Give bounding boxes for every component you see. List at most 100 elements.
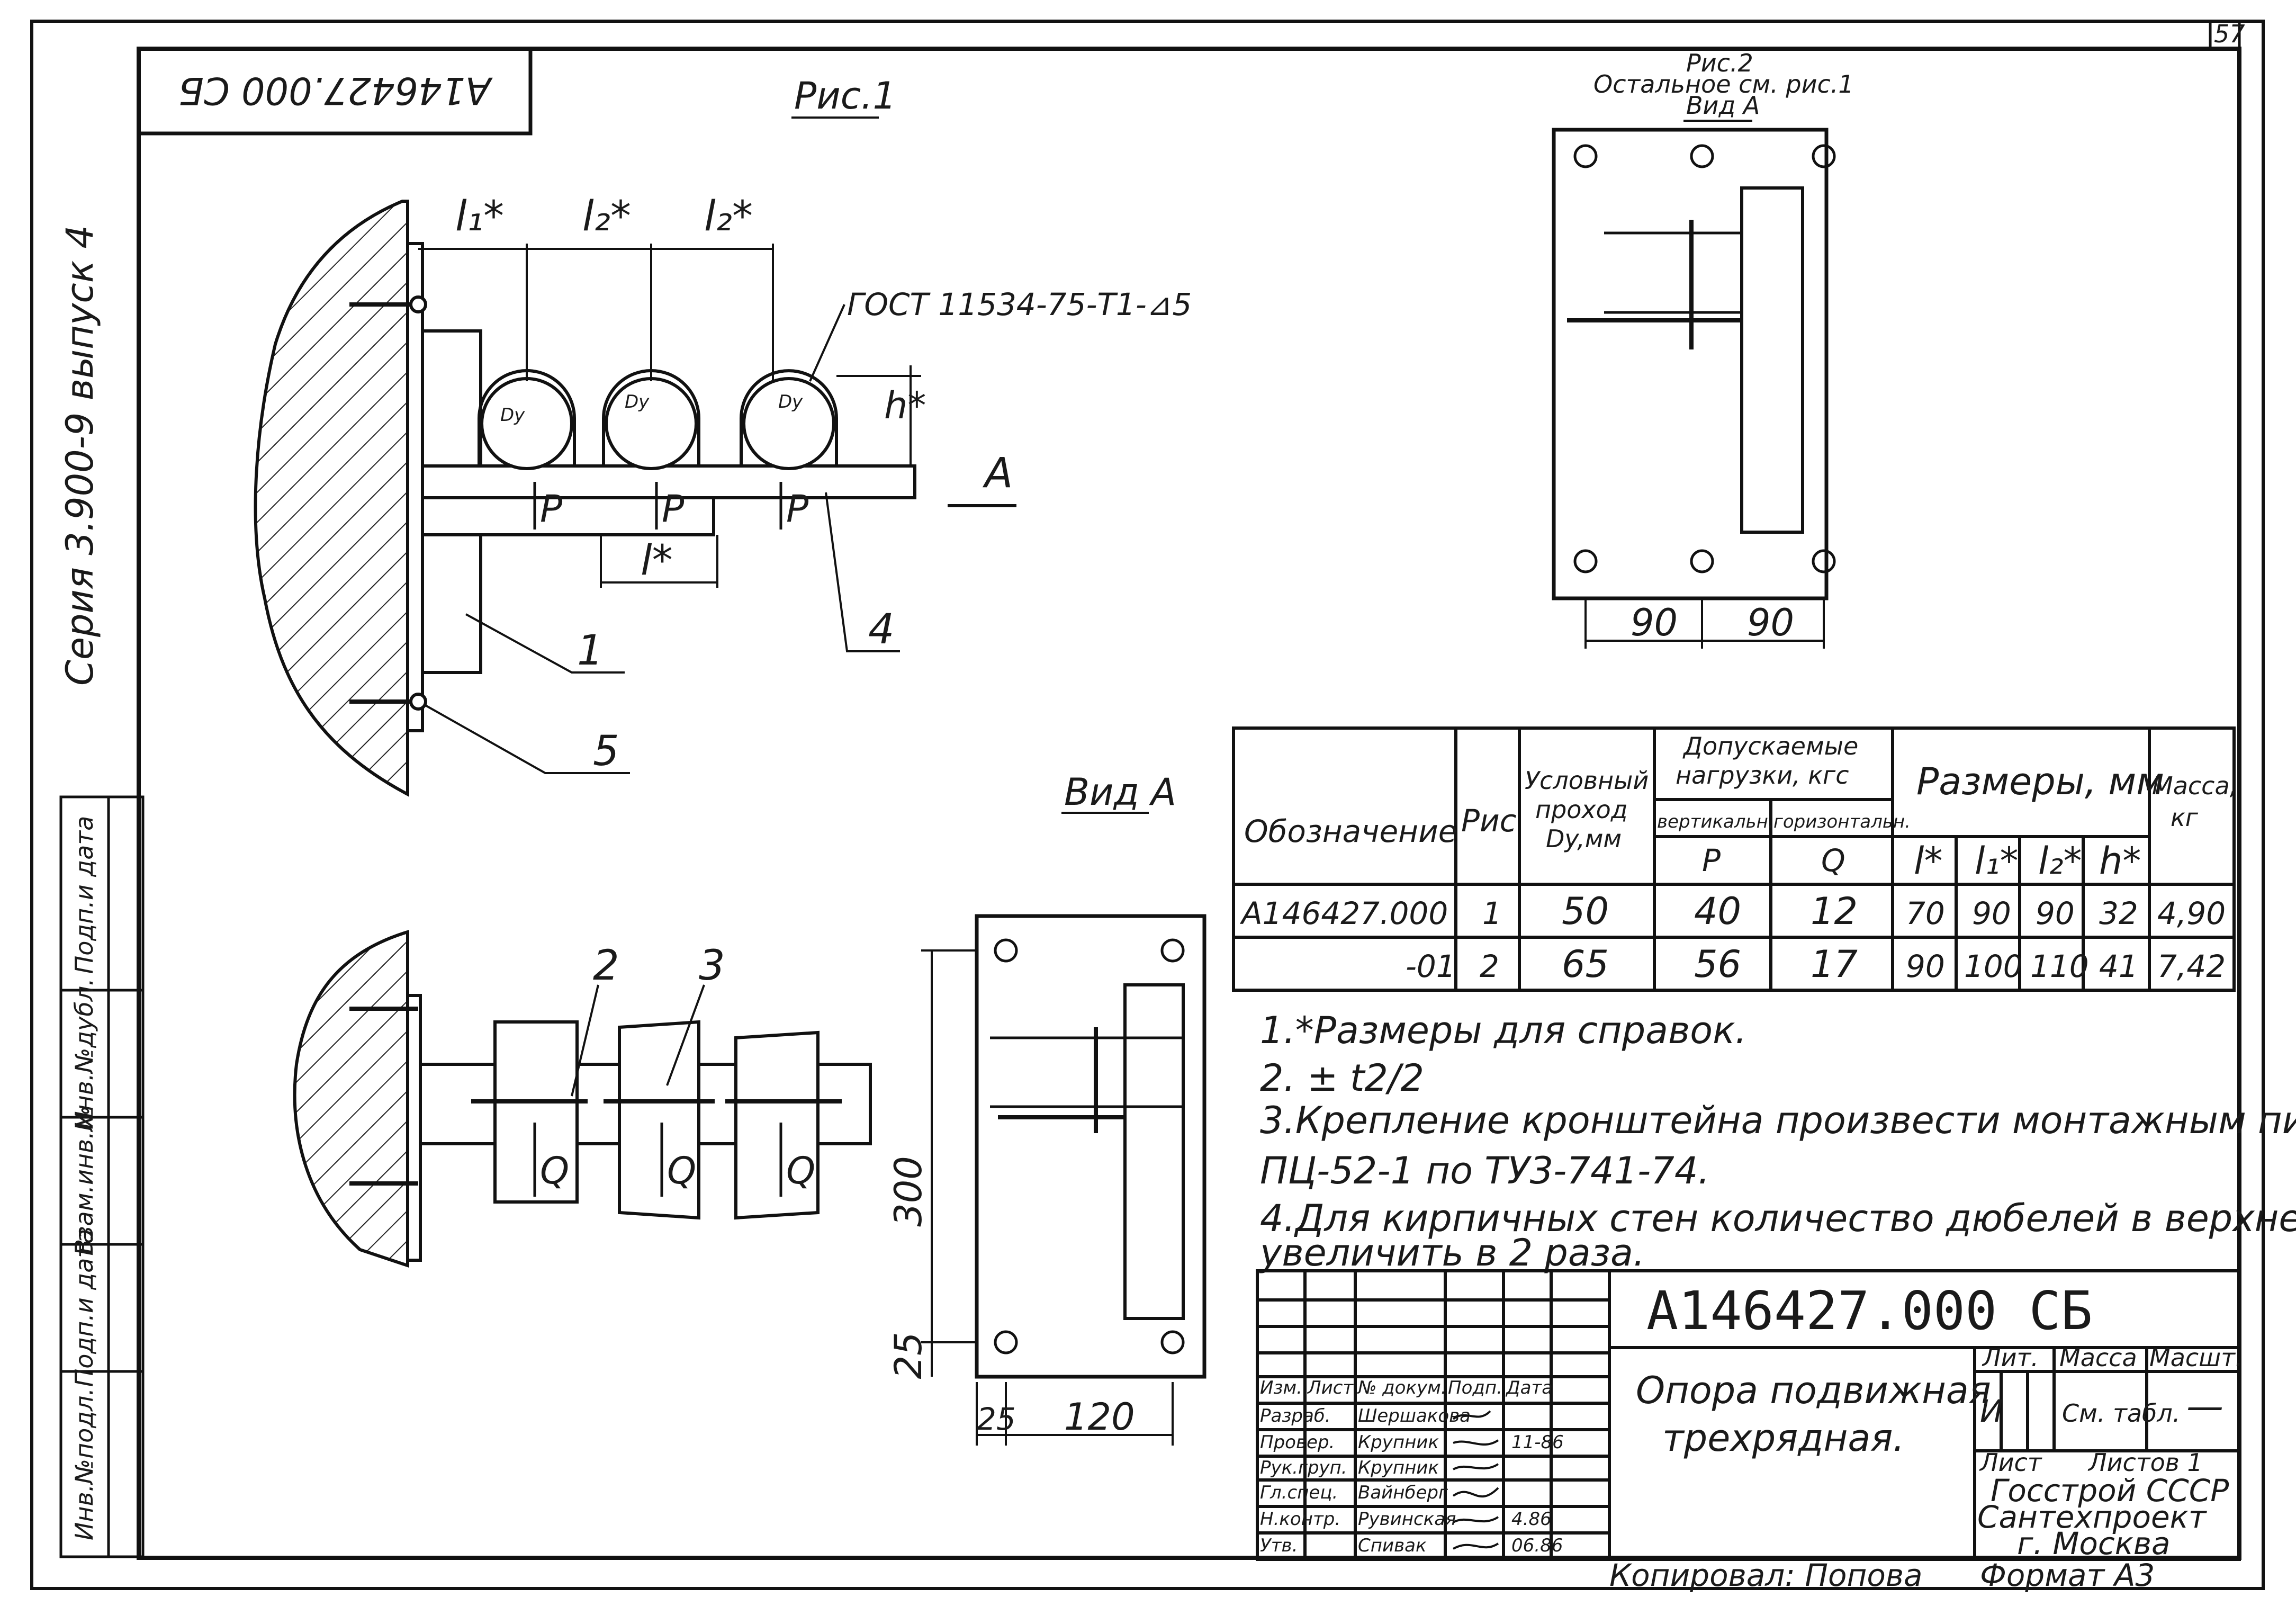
load-p-2: P <box>662 487 685 531</box>
th-passage-3: Dy,мм <box>1546 824 1622 853</box>
cell-r2-l2: 110 <box>2030 948 2089 984</box>
fig2-subtitle: Остальное см. рис.1 <box>1593 70 1854 98</box>
note-2: 2. ± t2/2 <box>1260 1056 1424 1100</box>
th-loads-1: Допускаемые <box>1682 732 1858 760</box>
dowels <box>349 302 418 704</box>
dim-l2-second: l₂* <box>704 193 753 240</box>
margin-field-4: Инв.№дубл. <box>70 978 98 1129</box>
fig1-elevation: Рис.1 P P <box>254 74 1192 797</box>
tb-role-2: Провер. <box>1260 1432 1335 1453</box>
cell-r2-l: 90 <box>1906 948 1945 984</box>
tb-lit-label: Лит. <box>1982 1343 2039 1372</box>
tb-scale-label: Масшт. <box>2149 1343 2243 1372</box>
margin-field-1: Инв.№подл. <box>70 1388 98 1540</box>
tb-scale-value: — <box>2186 1385 2223 1428</box>
margin-field-3: Взам.инв.№ <box>70 1106 98 1255</box>
dim-l1: l₁* <box>455 193 504 240</box>
title-code: А146427.000 СБ <box>1646 1280 2093 1342</box>
q-label-2: Q <box>667 1149 696 1192</box>
tb-person-1: Шершакова <box>1358 1405 1471 1426</box>
pipes-plan <box>493 1020 820 1220</box>
tb-role-3: Рук.груп. <box>1260 1457 1347 1478</box>
load-arrows <box>533 482 782 530</box>
margin-field-5: Подп.и дата <box>70 816 98 974</box>
cell-r2-mass: 7,42 <box>2157 948 2226 984</box>
signatures <box>1452 1410 1499 1550</box>
bolt-holes <box>994 938 1185 1354</box>
cell-r2-designation: -01 <box>1406 948 1456 984</box>
view-a: Вид А 300 25 25 120 <box>887 770 1206 1446</box>
callout-2: 2 <box>593 942 619 990</box>
margin-field-2: Подп.и дата <box>70 1229 98 1387</box>
callout-leaders <box>423 492 900 774</box>
dy-label-2: Dy <box>625 391 650 412</box>
fig1-title: Рис.1 <box>794 74 896 118</box>
tb-date-6: 06.86 <box>1511 1535 1563 1556</box>
cell-r2-dy: 65 <box>1562 943 1609 986</box>
dim-h-label: h* <box>884 384 926 427</box>
callout-5: 5 <box>593 728 619 775</box>
th-q: Q <box>1821 842 1845 878</box>
cell-r2-l1: 100 <box>1964 948 2023 984</box>
th-loads-2: нагрузки, кгс <box>1676 761 1849 789</box>
dim-25-horizontal: 25 <box>977 1401 1016 1437</box>
view-a-title: Вид А <box>1064 770 1176 814</box>
cell-r1-fig: 1 <box>1482 895 1502 931</box>
cell-r2-h: 41 <box>2099 948 2138 984</box>
fig2-dim-a: 90 <box>1631 601 1678 644</box>
top-dimensions <box>418 244 774 381</box>
th-horiz: горизонтальн. <box>1773 811 1911 832</box>
tb-sheet-label: Лист <box>1979 1448 2042 1477</box>
title-name-1: Опора подвижная <box>1636 1369 1991 1412</box>
tb-role-1: Разраб. <box>1260 1405 1331 1426</box>
tb-sheets-label: Листов 1 <box>2087 1448 2203 1477</box>
note-4b: увеличить в 2 раза. <box>1259 1231 1645 1275</box>
th-passage-2: проход <box>1535 795 1628 824</box>
q-label-1: Q <box>540 1149 569 1192</box>
note-3b: ПЦ-52-1 по ТУ3-741-74. <box>1260 1149 1710 1192</box>
fig2-dims <box>1584 598 1825 649</box>
view-a-dims <box>921 949 1174 1446</box>
th-dims: Размеры, мм <box>1916 760 2164 803</box>
th-l: l* <box>1914 839 1942 883</box>
cell-r1-dy: 50 <box>1562 890 1609 933</box>
rotated-code-box: А146427.000 СБ <box>137 47 533 136</box>
tb-person-6: Спивак <box>1358 1535 1427 1556</box>
cell-r1-l: 70 <box>1906 895 1945 931</box>
title-block-grid <box>1256 1269 2241 1561</box>
callout-4: 4 <box>868 606 895 653</box>
dy-label-3: Dy <box>778 391 803 412</box>
tb-org-1: Госстрой СССР <box>1991 1473 2229 1509</box>
cell-r1-l1: 90 <box>1972 895 2011 931</box>
th-h: h* <box>2099 839 2141 883</box>
tb-mass-label: Масса <box>2059 1343 2137 1372</box>
callout-1: 1 <box>577 627 604 675</box>
title-name-2: трехрядная. <box>1662 1416 1905 1460</box>
dim-l <box>600 535 718 588</box>
tb-role-6: Утв. <box>1260 1535 1298 1556</box>
note-3: 3.Крепление кронштейна произвести монтаж… <box>1260 1099 2296 1142</box>
tb-person-5: Рувинская <box>1358 1509 1456 1530</box>
fig2: Рис.2 Остальное см. рис.1 Вид А 90 90 <box>1552 49 1854 649</box>
paper-format: Формат А3 <box>1980 1557 2155 1593</box>
gost-note: ГОСТ 11534-75-Т1-⊿5 <box>847 286 1192 322</box>
th-mass-1: Масса, <box>2152 771 2237 800</box>
cell-r1-h: 32 <box>2099 895 2138 931</box>
dim-l-label: l* <box>641 537 673 585</box>
cell-r1-p: 40 <box>1694 890 1741 933</box>
dim-h <box>836 365 921 466</box>
dim-25-vertical: 25 <box>887 1332 930 1379</box>
tb-role-4: Гл.спец. <box>1260 1482 1338 1503</box>
th-fig: Рис <box>1461 803 1517 839</box>
cell-r2-p: 56 <box>1694 943 1741 986</box>
plan-view: Q Q Q 2 3 <box>293 929 872 1268</box>
page-number: 57 <box>2214 20 2245 48</box>
tb-head-list: Лист <box>1307 1377 1354 1398</box>
tb-person-2: Крупник <box>1358 1432 1439 1453</box>
tb-person-3: Крупник <box>1358 1457 1439 1478</box>
note-1: 1.*Размеры для справок. <box>1260 1009 1747 1052</box>
th-l1: l₁* <box>1975 839 2019 883</box>
cell-r1-mass: 4,90 <box>2157 895 2226 931</box>
copied-by: Копировал: Попова <box>1609 1557 1923 1593</box>
